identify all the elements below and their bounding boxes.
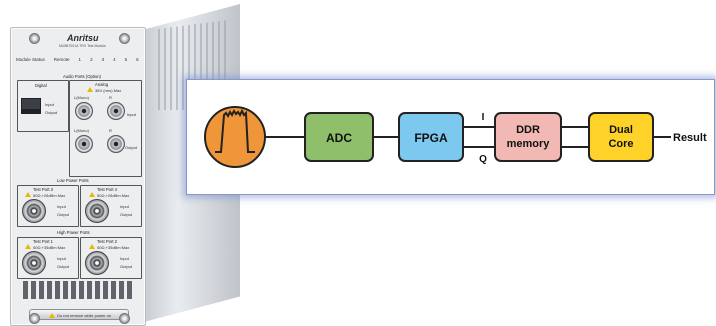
brand-logo: Anritsu [67,33,99,43]
fpga-block [398,112,464,162]
status-led-row: Module Status Remote 1 2 3 4 5 6 [16,57,139,62]
core-label-line1: Dual [609,124,633,136]
ddr-label-line1: DDR [516,124,540,136]
ddr-memory-block [494,112,562,162]
n-connector-port-1[interactable] [22,251,46,275]
signal-chain-diagram: ADC FPGA I Q DDR memory Dual Core Result [186,79,715,195]
n-connector-port-3[interactable] [22,199,46,223]
r-label: R [109,95,112,100]
status-label: 1 [78,57,82,62]
screw-icon [119,33,130,44]
analog-audio-box [69,80,142,177]
ventilation-grille [23,281,133,299]
status-label: 2 [90,57,93,62]
test-port-4-label: Test Port 4 [97,187,118,192]
test-port-2-label: Test Port 2 [97,239,118,244]
high-power-max: 50Ω,+35dBm Max [97,245,130,250]
status-label: Remote [53,57,70,62]
spectrum-icon [215,108,255,153]
port-3-output-label: Output [57,212,70,217]
l-mono-label: L(Mono) [74,128,89,133]
test-port-1-box [17,237,79,279]
port-3-input-label: Input [57,204,66,209]
analog-input-label: Input [127,112,136,117]
port-1-input-label: Input [57,256,66,261]
l-mono-label: L(Mono) [74,95,89,100]
warning-icon [89,244,95,249]
footer-warning: Do not remove while power on [57,313,112,318]
audio-ports-heading: Audio Ports (Option) [63,74,101,79]
analog-label: Analog [95,82,109,87]
test-port-3-box [17,185,79,227]
test-port-1-label: Test Port 1 [33,239,54,244]
module-front-panel: Anritsu MU887001A TRX Test Module Module… [10,27,146,326]
low-power-max: 50Ω,+26dBm Max [33,193,66,198]
result-label: Result [673,132,707,144]
screw-icon [119,313,130,324]
q-channel-label: Q [479,154,487,165]
test-port-4-box [80,185,142,227]
status-label: 4 [113,57,116,62]
low-power-heading: Low Power Ports [57,178,89,183]
warning-icon [89,192,95,197]
status-label: 6 [136,57,139,62]
digital-label: Digital [35,83,47,88]
core-label-line2: Core [608,138,633,150]
high-power-heading: High Power Ports [57,230,90,235]
signal-source-circle [204,106,266,168]
rj45-port[interactable] [21,98,41,114]
port-1-output-label: Output [57,264,70,269]
digital-input-label: Input [45,102,54,107]
signal-chain-svg: ADC FPGA I Q DDR memory Dual Core Result [204,106,707,168]
warning-icon [87,87,93,92]
test-port-3-label: Test Port 3 [33,187,54,192]
port-2-input-label: Input [120,256,129,261]
model-label: MU887001A TRX Test Module [59,44,106,48]
status-label: 5 [124,57,128,62]
hardware-module: Anritsu MU887001A TRX Test Module Module… [8,2,240,326]
bnc-connector-r-output[interactable] [107,135,125,153]
bnc-connector-r-input[interactable] [107,102,125,120]
low-power-max: 50Ω,+26dBm Max [97,193,130,198]
status-label: Module Status [16,57,45,62]
screw-icon [29,33,40,44]
test-port-2-box [80,237,142,279]
analog-output-label: Output [125,145,138,150]
port-4-output-label: Output [120,212,133,217]
warning-icon [25,244,31,249]
status-label: 3 [101,57,105,62]
i-channel-label: I [482,112,485,123]
adc-block [304,112,374,162]
n-connector-port-4[interactable] [85,199,109,223]
bnc-connector-l-output[interactable] [75,135,93,153]
fpga-label: FPGA [414,131,448,145]
warning-icon [25,192,31,197]
bnc-connector-l-input[interactable] [75,102,93,120]
dual-core-block [588,112,654,162]
warning-icon [49,313,55,318]
screw-icon [29,313,40,324]
port-4-input-label: Input [120,204,129,209]
n-connector-port-2[interactable] [85,251,109,275]
port-2-output-label: Output [120,264,133,269]
ddr-label-line2: memory [507,138,551,150]
digital-audio-box [17,80,69,132]
high-power-max: 50Ω,+35dBm Max [33,245,66,250]
adc-label: ADC [326,131,352,145]
analog-warning: 36V (rms) Max [95,88,122,93]
digital-output-label: Output [45,110,58,115]
r-label: R [109,128,112,133]
